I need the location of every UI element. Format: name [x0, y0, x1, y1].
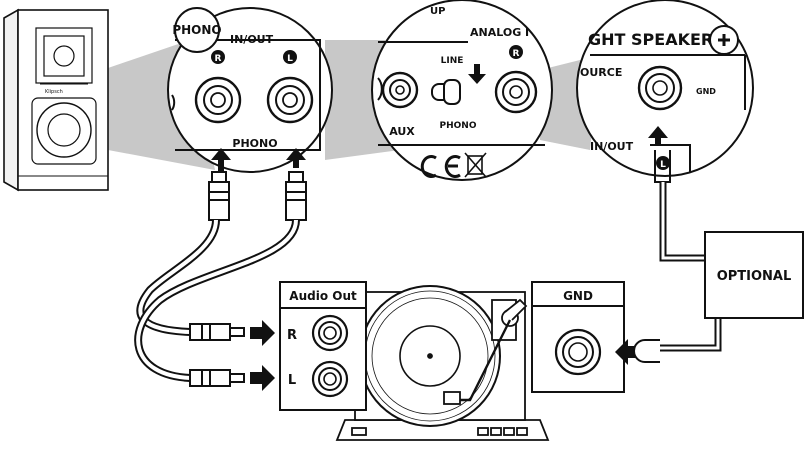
svg-text:L: L: [660, 160, 666, 170]
speaker-jack-l: L: [656, 156, 670, 170]
phono-arrow-l-icon: [286, 148, 306, 168]
speaker-title: GHT SPEAKER: [588, 30, 713, 49]
svg-text:L: L: [287, 54, 293, 64]
rca-cables: [134, 171, 307, 387]
phono-jack-l: L: [266, 50, 314, 124]
ce-mark-icon: [420, 155, 461, 178]
audio-out-r-label: R: [287, 328, 297, 343]
weee-bin-icon: [464, 152, 487, 178]
line-phono-switch: LINE PHONO: [431, 56, 486, 131]
zoom-phono-panel: PHONO IN/OUT R L PHONO: [167, 7, 333, 173]
svg-text:GND: GND: [696, 87, 716, 96]
svg-text:R: R: [513, 49, 520, 59]
audio-out-jack-r: [311, 314, 349, 352]
audio-out-panel: Audio Out R L: [279, 281, 367, 411]
svg-text:R: R: [215, 54, 222, 64]
ground-wire: [633, 182, 722, 363]
arrow-left-gnd-icon: [615, 339, 640, 365]
phono-arrow-r-icon: [211, 148, 231, 172]
svg-text:LINE: LINE: [441, 56, 464, 66]
phono-badge: PHONO: [172, 7, 222, 53]
gnd-terminal: GND: [637, 65, 716, 111]
zoom-switch-panel: UP ANALOG I AUX LINE PHONO R: [371, 0, 553, 181]
optional-label: OPTIONAL: [717, 269, 792, 284]
audio-out-l-label: L: [288, 373, 296, 388]
gnd-post: [554, 328, 602, 376]
analog-jack-r: R: [494, 45, 538, 114]
turntable: [335, 285, 550, 441]
speaker-source-label: OURCE: [580, 66, 622, 79]
svg-text:UP: UP: [430, 6, 445, 17]
svg-text:PHONO: PHONO: [440, 121, 477, 131]
gnd-panel: GND: [531, 281, 625, 393]
switch-arrow-down-icon: [468, 64, 486, 84]
arrow-right-l-icon: [250, 365, 275, 391]
phono-jack-r: R: [194, 50, 242, 124]
speaker: Klipsch: [3, 8, 109, 192]
speaker-arrow-up-icon: [648, 126, 668, 146]
audio-out-label: Audio Out: [289, 289, 357, 303]
phono-in-out-label: IN/OUT: [230, 33, 274, 46]
switch-analog-label: ANALOG I: [470, 26, 529, 39]
audio-out-jack-l: [311, 360, 349, 398]
speaker-in-out-label: IN/OUT: [590, 140, 634, 153]
phono-bottom-label: PHONO: [232, 137, 277, 150]
phono-badge-label: PHONO: [172, 23, 221, 37]
aux-jack: [381, 71, 419, 109]
svg-text:Klipsch: Klipsch: [45, 89, 63, 95]
plus-badge-icon: [709, 25, 739, 55]
zoom-speaker-panel: GHT SPEAKER OURCE GND IN/OUT L: [576, 0, 754, 183]
aux-label: AUX: [389, 125, 415, 138]
arrow-right-r-icon: [250, 320, 275, 346]
optional-box: OPTIONAL: [704, 231, 804, 319]
gnd-label: GND: [563, 289, 593, 303]
